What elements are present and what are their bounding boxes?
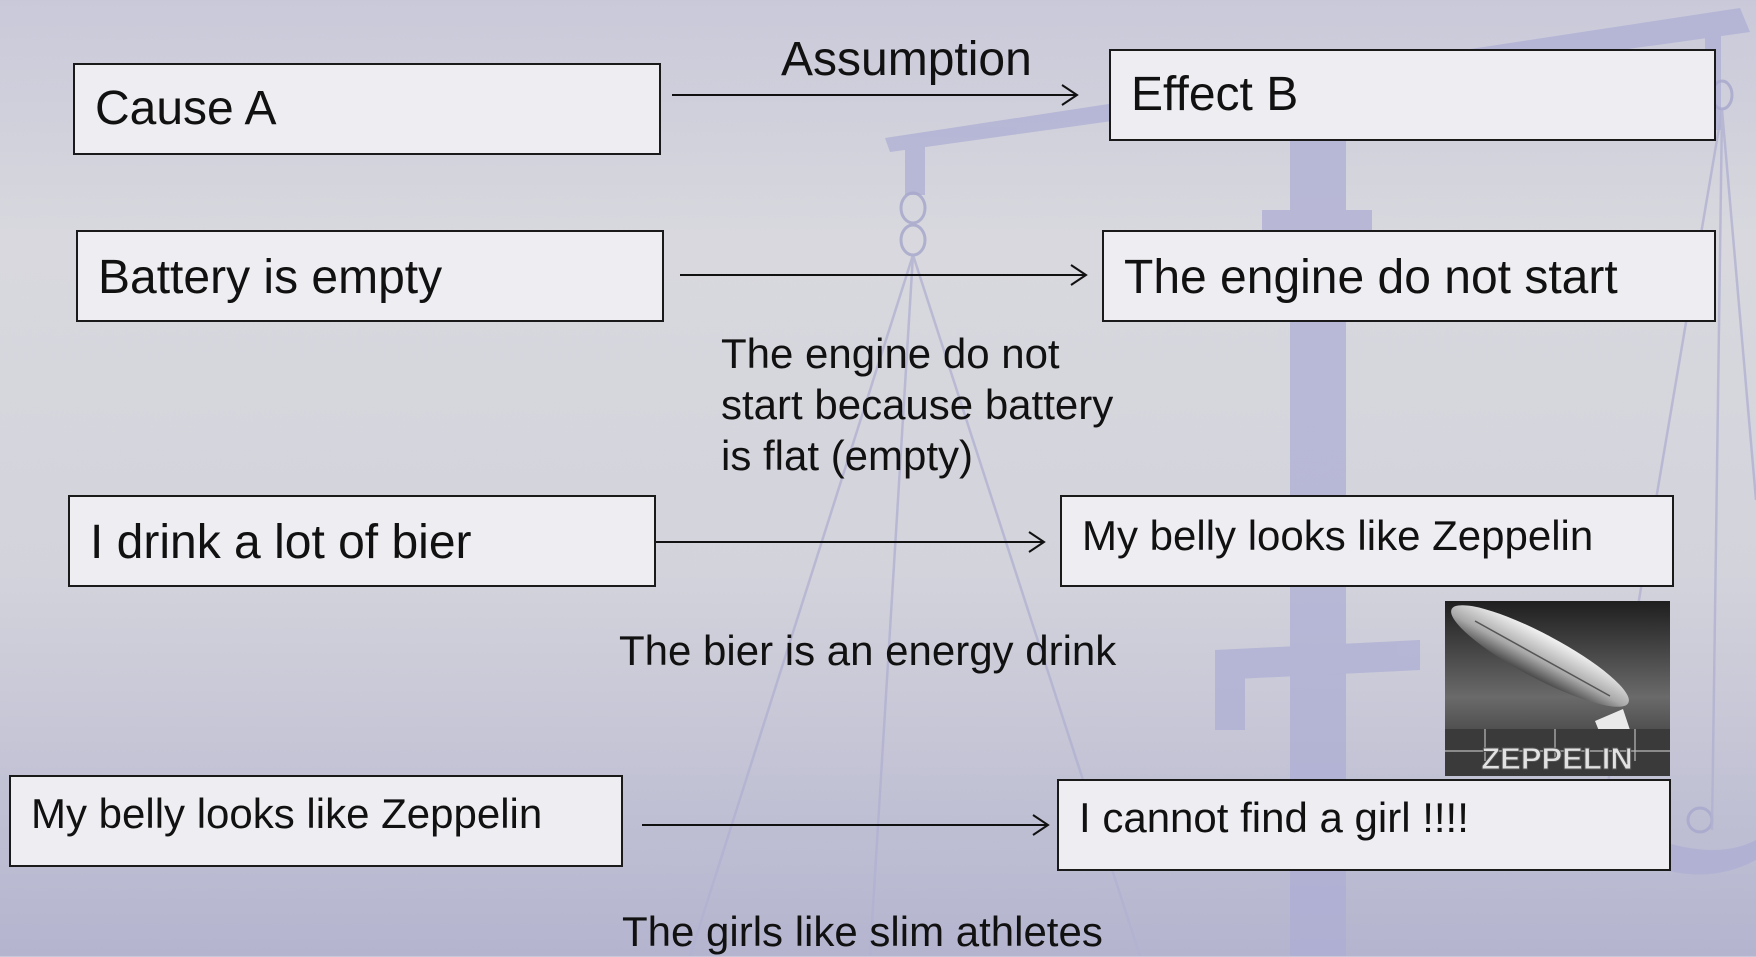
assumption-text: The girls like slim athletes bbox=[622, 906, 1103, 957]
effect-b-label: Effect B bbox=[1131, 68, 1299, 121]
effect-label: I cannot find a girl !!!! bbox=[1079, 794, 1469, 841]
cause-a-label: Cause A bbox=[95, 82, 277, 135]
arrow-assumption bbox=[672, 84, 1079, 106]
cause-box: My belly looks like Zeppelin bbox=[9, 775, 623, 867]
cause-label: Battery is empty bbox=[98, 251, 443, 304]
assumption-line: is flat (empty) bbox=[721, 432, 974, 479]
cause-box: I drink a lot of bier bbox=[68, 495, 656, 587]
assumption-line: The bier is an energy drink bbox=[619, 627, 1117, 674]
effect-label: The engine do not start bbox=[1124, 251, 1618, 304]
effect-box: My belly looks like Zeppelin bbox=[1060, 495, 1674, 587]
zeppelin-caption: ZEPPELIN bbox=[1481, 741, 1633, 776]
effect-box: The engine do not start bbox=[1102, 230, 1716, 322]
assumption-line: start because battery bbox=[721, 381, 1114, 428]
effect-box: I cannot find a girl !!!! bbox=[1057, 779, 1671, 871]
arrow-belly bbox=[642, 814, 1050, 836]
cause-box: Battery is empty bbox=[76, 230, 664, 322]
assumption-heading: Assumption bbox=[781, 33, 1032, 86]
assumption-line: The girls like slim athletes bbox=[622, 908, 1103, 955]
zeppelin-photo: ZEPPELIN bbox=[1445, 601, 1670, 776]
effect-b-box: Effect B bbox=[1109, 49, 1716, 141]
cause-label: I drink a lot of bier bbox=[90, 516, 472, 569]
cause-label: My belly looks like Zeppelin bbox=[31, 790, 543, 837]
assumption-line: The engine do not bbox=[721, 330, 1060, 377]
assumption-text: The bier is an energy drink bbox=[619, 625, 1116, 676]
cause-a-box: Cause A bbox=[73, 63, 661, 155]
arrow-battery bbox=[680, 264, 1088, 286]
assumption-text: The engine do not start because battery … bbox=[721, 328, 1113, 481]
arrow-bier bbox=[638, 531, 1046, 553]
effect-label: My belly looks like Zeppelin bbox=[1082, 512, 1594, 559]
